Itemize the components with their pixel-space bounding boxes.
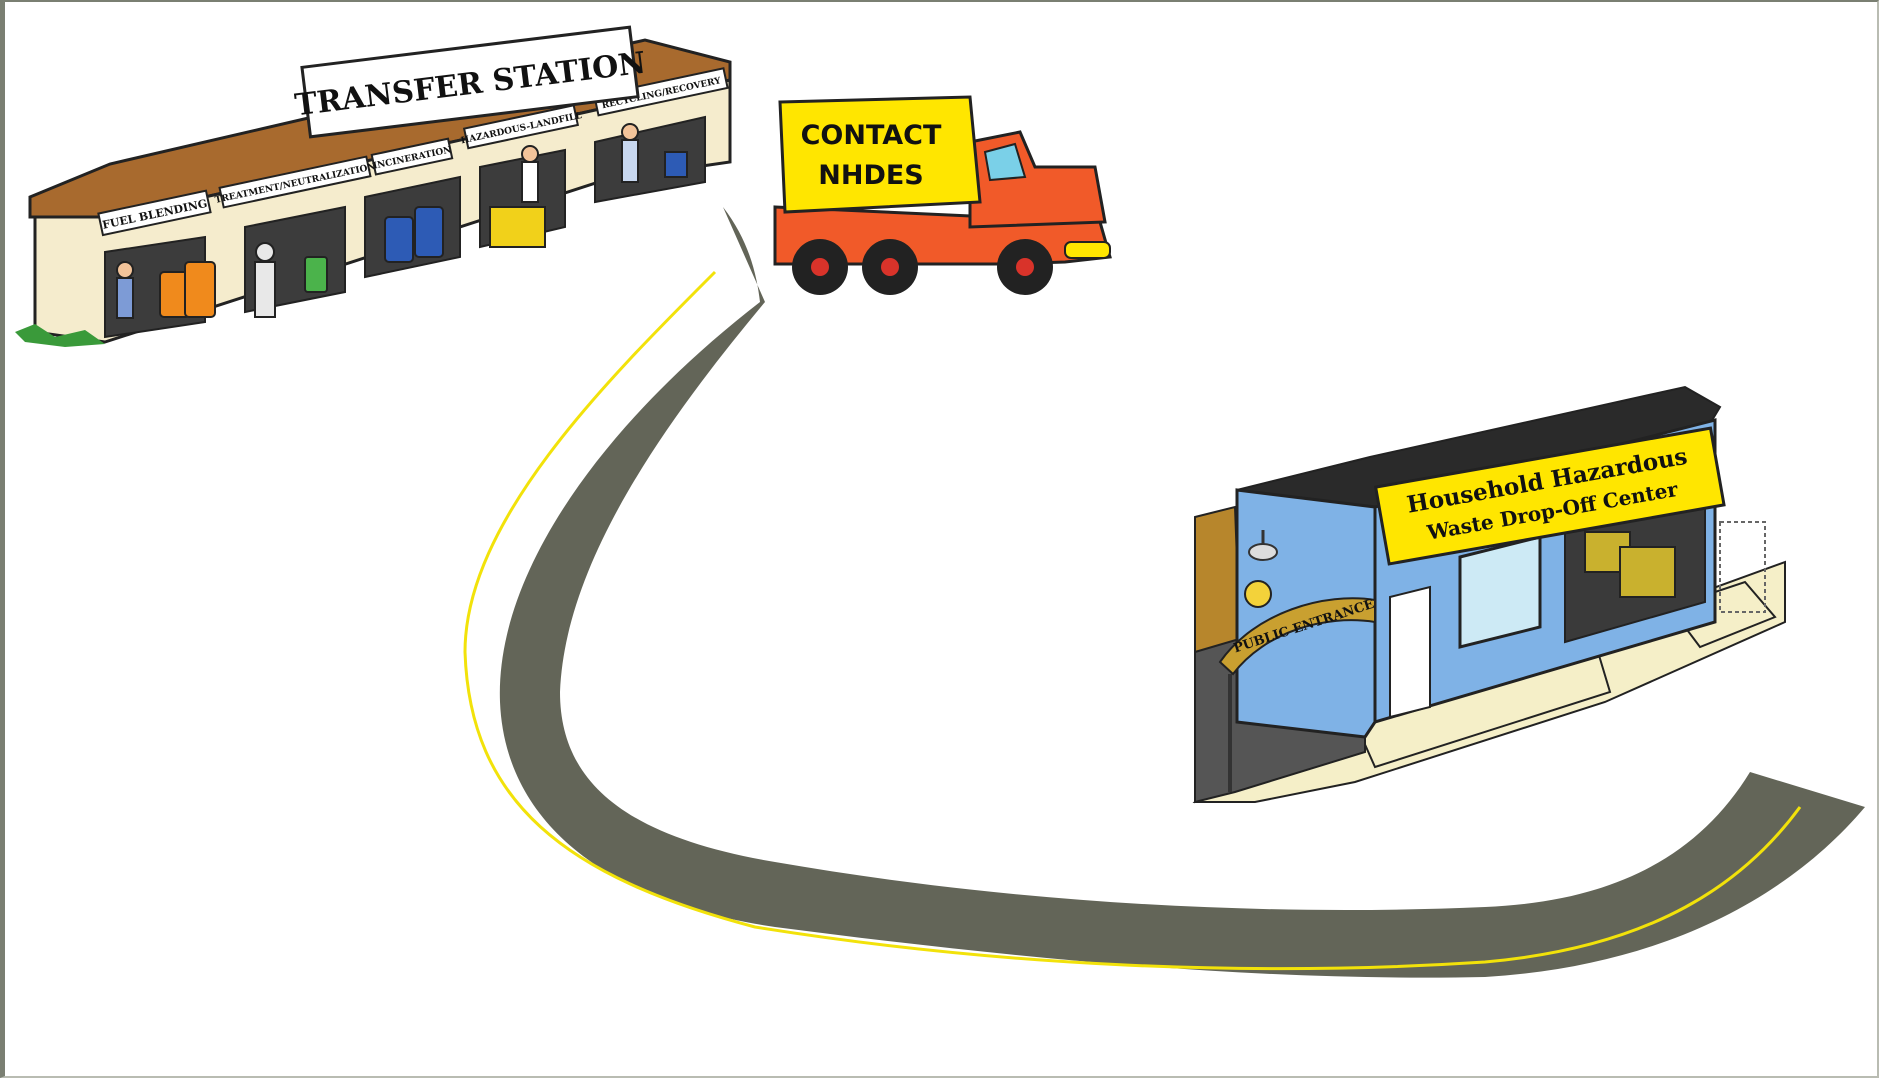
truck-cargo-box [780, 97, 980, 212]
lamp [1249, 544, 1277, 560]
worker [622, 124, 638, 140]
drop-off-center: Household Hazardous Waste Drop-Off Cente… [1195, 387, 1785, 802]
container [665, 152, 687, 177]
worker-body [255, 262, 275, 317]
truck-bumper [1065, 242, 1110, 258]
truck-label-line1: CONTACT [801, 120, 942, 151]
worker [256, 243, 274, 261]
building-door [1390, 587, 1430, 717]
crate [490, 207, 545, 247]
worker-body [622, 140, 638, 182]
building-window [1460, 537, 1540, 647]
truck-wheel [997, 239, 1053, 295]
worker [117, 262, 133, 278]
truck-wheel [792, 239, 848, 295]
worker [522, 146, 538, 162]
worker-body [522, 162, 538, 202]
side-wall [1195, 507, 1240, 652]
garage-bin [1620, 547, 1675, 597]
truck-wheel [862, 239, 918, 295]
drum [305, 257, 327, 292]
truck-label-line2: NHDES [818, 160, 924, 191]
attendant [1245, 581, 1271, 607]
drum [385, 217, 413, 262]
drum [185, 262, 215, 317]
diagram-svg: FUEL BLENDING TREATMENT/NEUTRALIZATION I… [5, 2, 1877, 1076]
truck: CONTACT NHDES [775, 97, 1110, 295]
worker-body [117, 278, 133, 318]
transfer-station: FUEL BLENDING TREATMENT/NEUTRALIZATION I… [15, 26, 730, 347]
drum [415, 207, 443, 257]
